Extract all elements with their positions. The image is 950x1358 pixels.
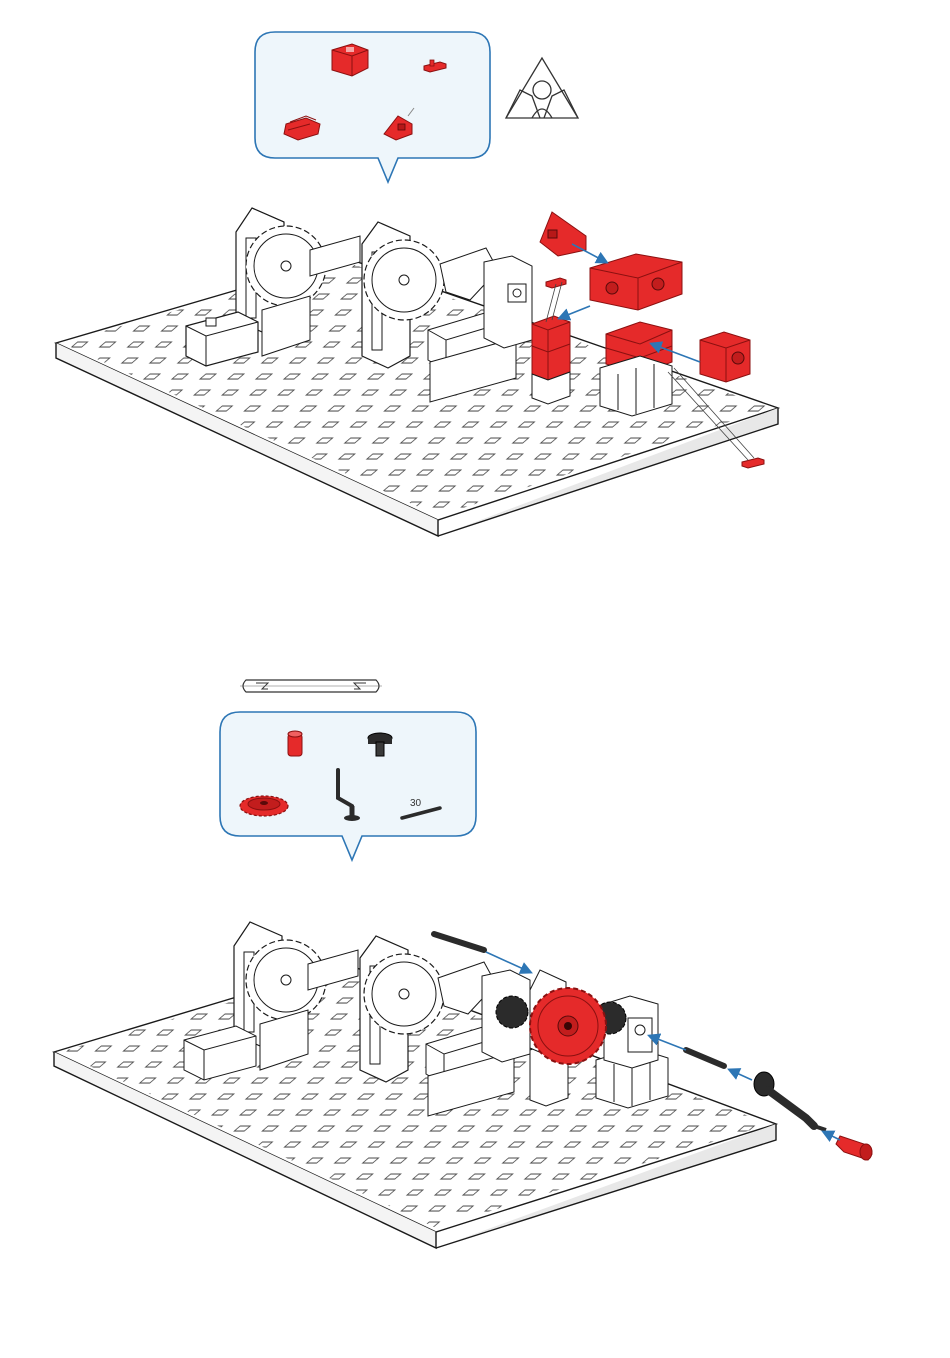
step-1-red-stack [600, 322, 672, 416]
white-lever-tool-icon [240, 680, 382, 692]
red-building-block-icon [332, 44, 368, 76]
axle-length-label: 30 [410, 798, 422, 809]
step-1-red-angle-block [540, 212, 586, 256]
step-1-red-pair [590, 254, 682, 310]
step-2-parts-callout: 30 [220, 712, 476, 860]
red-bushing-icon [288, 731, 302, 756]
step-1-parts-callout [255, 32, 490, 182]
step-1 [56, 32, 778, 536]
red-bushing [836, 1136, 872, 1160]
red-gear-wheel [530, 988, 606, 1064]
red-gear-wheel-icon [240, 796, 288, 816]
step-2: 30 [54, 680, 872, 1248]
building-block-60-icon [506, 58, 578, 118]
step-1-red-single-block [700, 332, 750, 382]
step-1-red-column [532, 316, 570, 404]
